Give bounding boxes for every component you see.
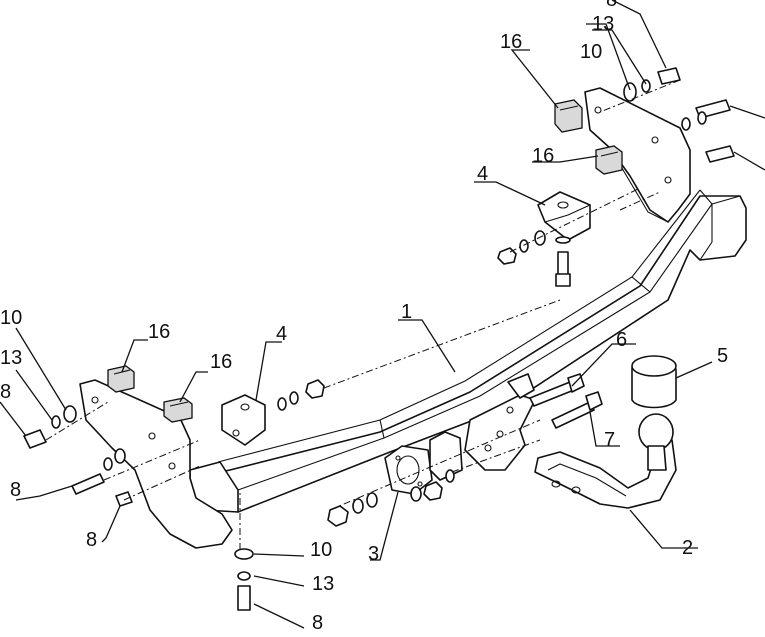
hardware-left-bracket bbox=[277, 379, 325, 411]
hardware-bottom-center bbox=[234, 548, 254, 611]
label-washer-top-right: 10 bbox=[580, 41, 602, 63]
clip-left-b bbox=[163, 397, 193, 423]
tow-neck bbox=[534, 413, 677, 509]
ball-cover bbox=[631, 355, 677, 409]
label-bolt-bottom: 7 bbox=[604, 429, 615, 451]
label-bracket-right: 4 bbox=[477, 163, 488, 185]
hardware-center-left bbox=[327, 469, 455, 527]
label-bolt-top: 6 bbox=[616, 329, 627, 351]
bolt-6 bbox=[529, 373, 585, 407]
label-clip-left-a: 16 bbox=[148, 321, 170, 343]
bracket-left-4 bbox=[221, 394, 266, 446]
assembly-lines bbox=[45, 79, 681, 550]
label-washer-bottom: 10 bbox=[310, 539, 332, 561]
label-bolt-left-c: 8 bbox=[86, 529, 97, 551]
socket-plate bbox=[384, 445, 433, 495]
label-bolt-left-a: 8 bbox=[0, 381, 11, 403]
label-bolt-top-right: 8 bbox=[606, 0, 617, 11]
label-bolt-bottom-center: 8 bbox=[312, 612, 323, 634]
center-mount bbox=[429, 373, 536, 481]
label-tow-neck: 2 bbox=[682, 537, 693, 559]
label-clip-left-b: 16 bbox=[210, 351, 232, 373]
label-lockwasher-top-right: 13 bbox=[592, 13, 614, 35]
label-washer-left: 10 bbox=[0, 307, 22, 329]
label-bolt-left-b: 8 bbox=[10, 479, 21, 501]
bracket-right-4 bbox=[537, 191, 591, 241]
hardware-right-bracket bbox=[497, 230, 571, 287]
label-lockwasher-left: 13 bbox=[0, 347, 22, 369]
label-socket-plate: 3 bbox=[368, 543, 379, 565]
hardware-left bbox=[23, 405, 133, 507]
clip-right-a bbox=[554, 99, 583, 133]
label-clip-right-b: 16 bbox=[532, 145, 554, 167]
label-crossbar: 1 bbox=[401, 301, 412, 323]
clip-right-b bbox=[595, 145, 623, 175]
label-ball-cover: 5 bbox=[717, 345, 728, 367]
part-labels: 1 2 3 4 4 5 6 7 8 8 8 8 8 10 10 10 13 13… bbox=[0, 0, 728, 634]
bolt-7 bbox=[551, 391, 603, 429]
crossbar bbox=[189, 189, 747, 513]
label-clip-right-a: 16 bbox=[500, 31, 522, 53]
label-lockwasher-bottom: 13 bbox=[312, 573, 334, 595]
right-side-bracket bbox=[584, 87, 691, 223]
clip-left-a bbox=[107, 365, 135, 393]
label-bracket-left: 4 bbox=[276, 323, 287, 345]
